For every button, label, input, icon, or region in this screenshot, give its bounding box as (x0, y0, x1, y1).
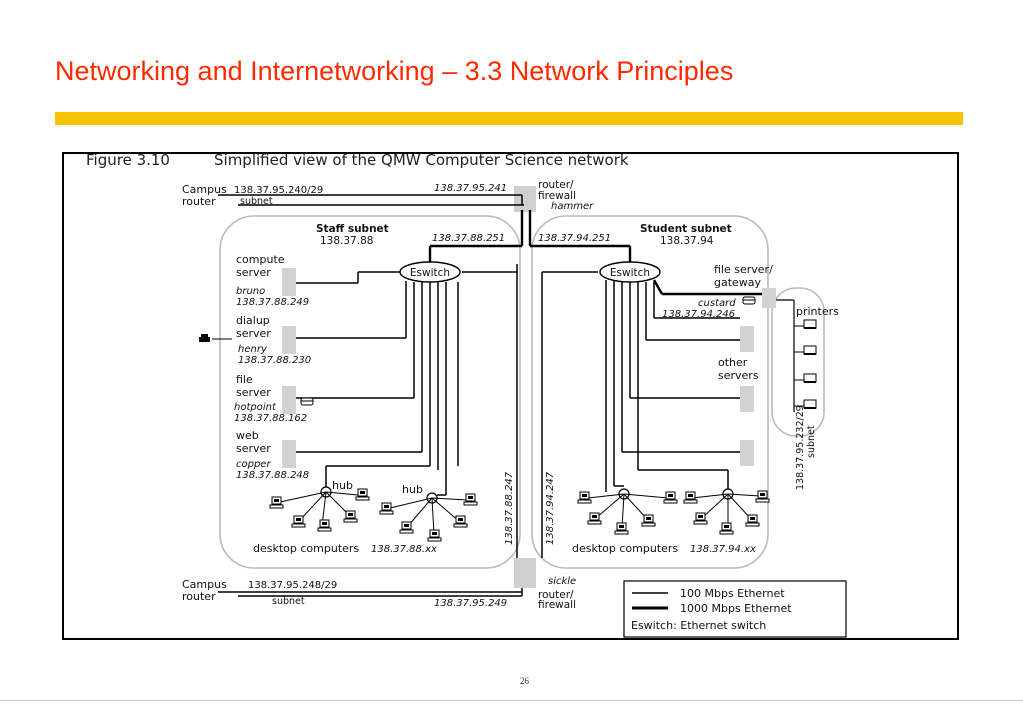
student-subnet-title: Student subnet (640, 223, 732, 235)
staff-desktop-label: desktop computers (253, 542, 359, 555)
staff-vertical-addr: 138.37.88.247 (504, 471, 515, 545)
gateway-l2: gateway (714, 276, 762, 289)
top-subnet-label: subnet (240, 196, 273, 207)
student-subnet-area (531, 215, 769, 569)
footer-divider (0, 700, 1023, 701)
staff-hub-1-label: hub (332, 479, 353, 492)
bottom-router-label: router (182, 590, 216, 603)
compute-server-l1: compute (236, 253, 285, 266)
gateway-l1: file server/ (714, 263, 773, 276)
other-server-1 (740, 326, 754, 352)
web-server-l2: server (236, 442, 271, 455)
gateway-addr: 138.37.94.246 (662, 309, 735, 320)
legend-thin-label: 100 Mbps Ethernet (680, 587, 785, 600)
disk-icon (300, 397, 314, 406)
staff-desktop-addr: 138.37.88.xx (371, 544, 437, 555)
dialup-server-l2: server (236, 327, 271, 340)
gateway-name: custard (698, 298, 736, 309)
compute-server-addr: 138.37.88.249 (236, 297, 309, 308)
page-number: 26 (520, 676, 529, 686)
figure-label: Figure 3.10 (86, 151, 170, 169)
dialup-server-name: henry (238, 344, 268, 355)
bottom-campus-addr: 138.37.95.248/29 (248, 580, 337, 591)
printers-label: printers (796, 305, 839, 318)
other-servers-l1: other (718, 356, 748, 369)
dialup-server-box (282, 326, 296, 354)
top-router-label: router (182, 195, 216, 208)
compute-server-l2: server (236, 266, 271, 279)
printer-subnet-label: subnet (806, 425, 817, 458)
staff-hub-2-label: hub (402, 483, 423, 496)
bottom-campus-right-addr: 138.37.95.249 (434, 598, 507, 609)
dialup-server-addr: 138.37.88.230 (238, 355, 311, 366)
staff-subnet-title: Staff subnet (316, 223, 389, 235)
student-uplink-addr: 138.37.94.251 (538, 233, 611, 244)
staff-subnet-addr: 138.37.88 (320, 235, 373, 247)
hammer-router-l1: router/ (538, 179, 574, 191)
sickle-name: sickle (548, 576, 576, 587)
gateway-disk-icon (742, 296, 756, 305)
other-server-2 (740, 386, 754, 412)
bottom-campus-label: Campus (182, 578, 227, 591)
sickle-router-l2: firewall (538, 599, 576, 611)
other-servers-l2: servers (718, 369, 759, 382)
staff-uplink-addr: 138.37.88.251 (432, 233, 505, 244)
sickle-router-l1: router/ (538, 589, 574, 601)
file-server-addr: 138.37.88.162 (234, 413, 307, 424)
student-desktop-addr: 138.37.94.xx (690, 544, 756, 555)
gateway-box (762, 288, 776, 308)
router-sickle-box (514, 558, 536, 588)
file-server-name: hotpoint (234, 402, 277, 413)
legend-eswitch-label: Eswitch: Ethernet switch (631, 619, 766, 632)
title-underline-bar (55, 112, 963, 125)
file-server-l2: server (236, 386, 271, 399)
compute-server-box (282, 268, 296, 296)
student-vertical-addr: 138.37.94.247 (545, 471, 556, 545)
hammer-router-l2: firewall (538, 190, 576, 202)
telephone-icon (199, 334, 232, 342)
top-campus-label: Campus (182, 183, 227, 196)
staff-eswitch-label: Eswitch (410, 267, 450, 279)
other-server-3 (740, 440, 754, 466)
web-server-l1: web (236, 429, 259, 442)
compute-server-name: bruno (236, 286, 265, 297)
file-server-l1: file (236, 373, 253, 386)
student-desktop-label: desktop computers (572, 542, 678, 555)
printer-subnet-addr: 138.37.95.232/29 (795, 405, 806, 490)
web-server-addr: 138.37.88.248 (236, 470, 309, 481)
figure-caption-text: Simplified view of the QMW Computer Scie… (214, 151, 629, 169)
dialup-server-l1: dialup (236, 314, 270, 327)
top-campus-right-addr: 138.37.95.241 (434, 183, 507, 194)
student-eswitch-label: Eswitch (610, 267, 650, 279)
web-server-name: copper (236, 459, 271, 470)
top-campus-addr: 138.37.95.240/29 (234, 185, 323, 196)
figure-caption: Figure 3.10 Simplified view of the QMW C… (86, 151, 629, 169)
router-hammer-box (514, 186, 536, 212)
student-subnet-addr: 138.37.94 (660, 235, 714, 247)
slide-title: Networking and Internetworking – 3.3 Net… (55, 56, 734, 86)
web-server-box (282, 440, 296, 468)
staff-subnet-area (219, 215, 521, 569)
bottom-subnet-label: subnet (272, 596, 305, 607)
hammer-name: hammer (551, 201, 594, 212)
file-server-box (282, 386, 296, 414)
printer-icons (794, 319, 817, 409)
legend-thick-label: 1000 Mbps Ethernet (680, 602, 792, 615)
figure-frame (62, 152, 959, 640)
